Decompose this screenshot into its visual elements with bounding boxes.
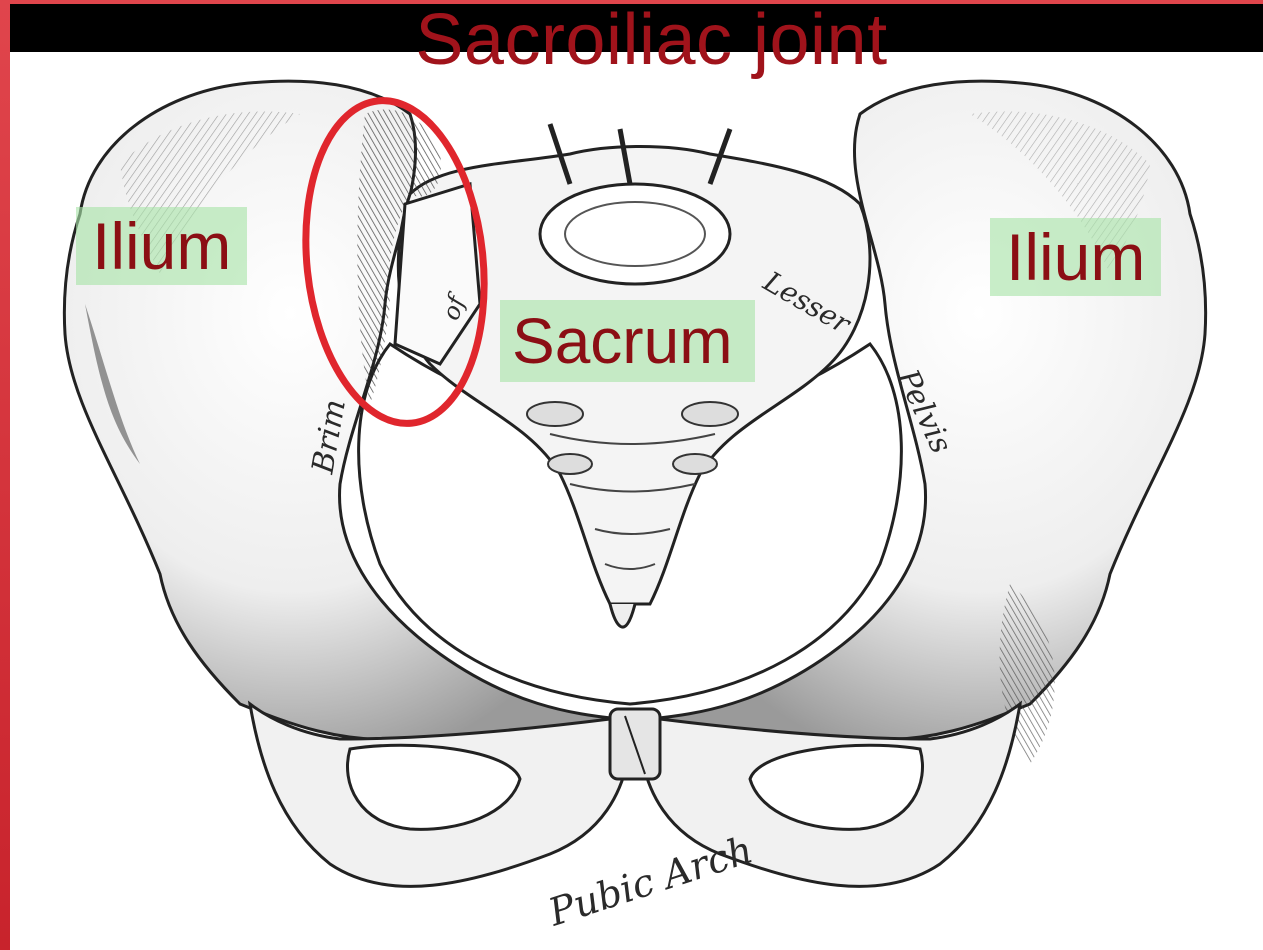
label-ilium-left: Ilium bbox=[76, 207, 247, 285]
label-sacrum: Sacrum bbox=[500, 300, 755, 382]
label-ilium-right: Ilium bbox=[990, 218, 1161, 296]
slide-title: Sacroiliac joint bbox=[10, 4, 1263, 80]
slide-canvas: Sacroiliac joint Ilium Ilium Sacrum Brim… bbox=[10, 4, 1263, 950]
pelvis-illustration bbox=[10, 4, 1263, 950]
